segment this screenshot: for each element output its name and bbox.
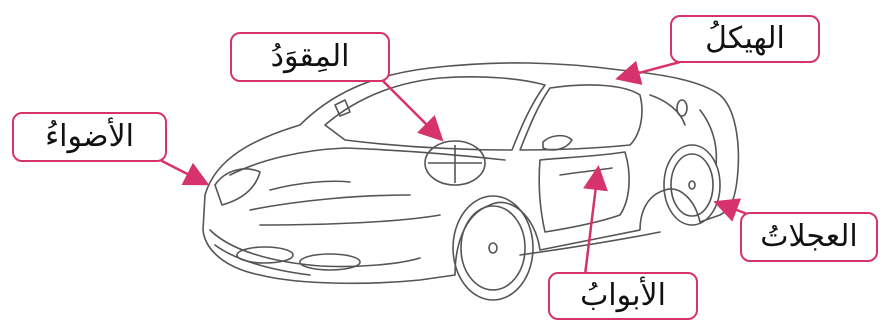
rear-wheel	[664, 145, 720, 225]
arrow-lights	[160, 160, 205, 183]
car-drawing	[203, 63, 738, 283]
label-doors: الأبوابُ	[548, 272, 698, 320]
label-body: الهيكلُ	[670, 15, 820, 63]
label-lights: الأضواءُ	[12, 112, 167, 162]
arrow-steering	[380, 78, 440, 138]
steering-wheel	[425, 141, 485, 185]
front-wheel	[453, 196, 533, 300]
arrow-body	[620, 62, 680, 78]
label-wheels: العجلاتُ	[740, 212, 878, 262]
label-steering: المِقوَدُ	[230, 32, 390, 82]
